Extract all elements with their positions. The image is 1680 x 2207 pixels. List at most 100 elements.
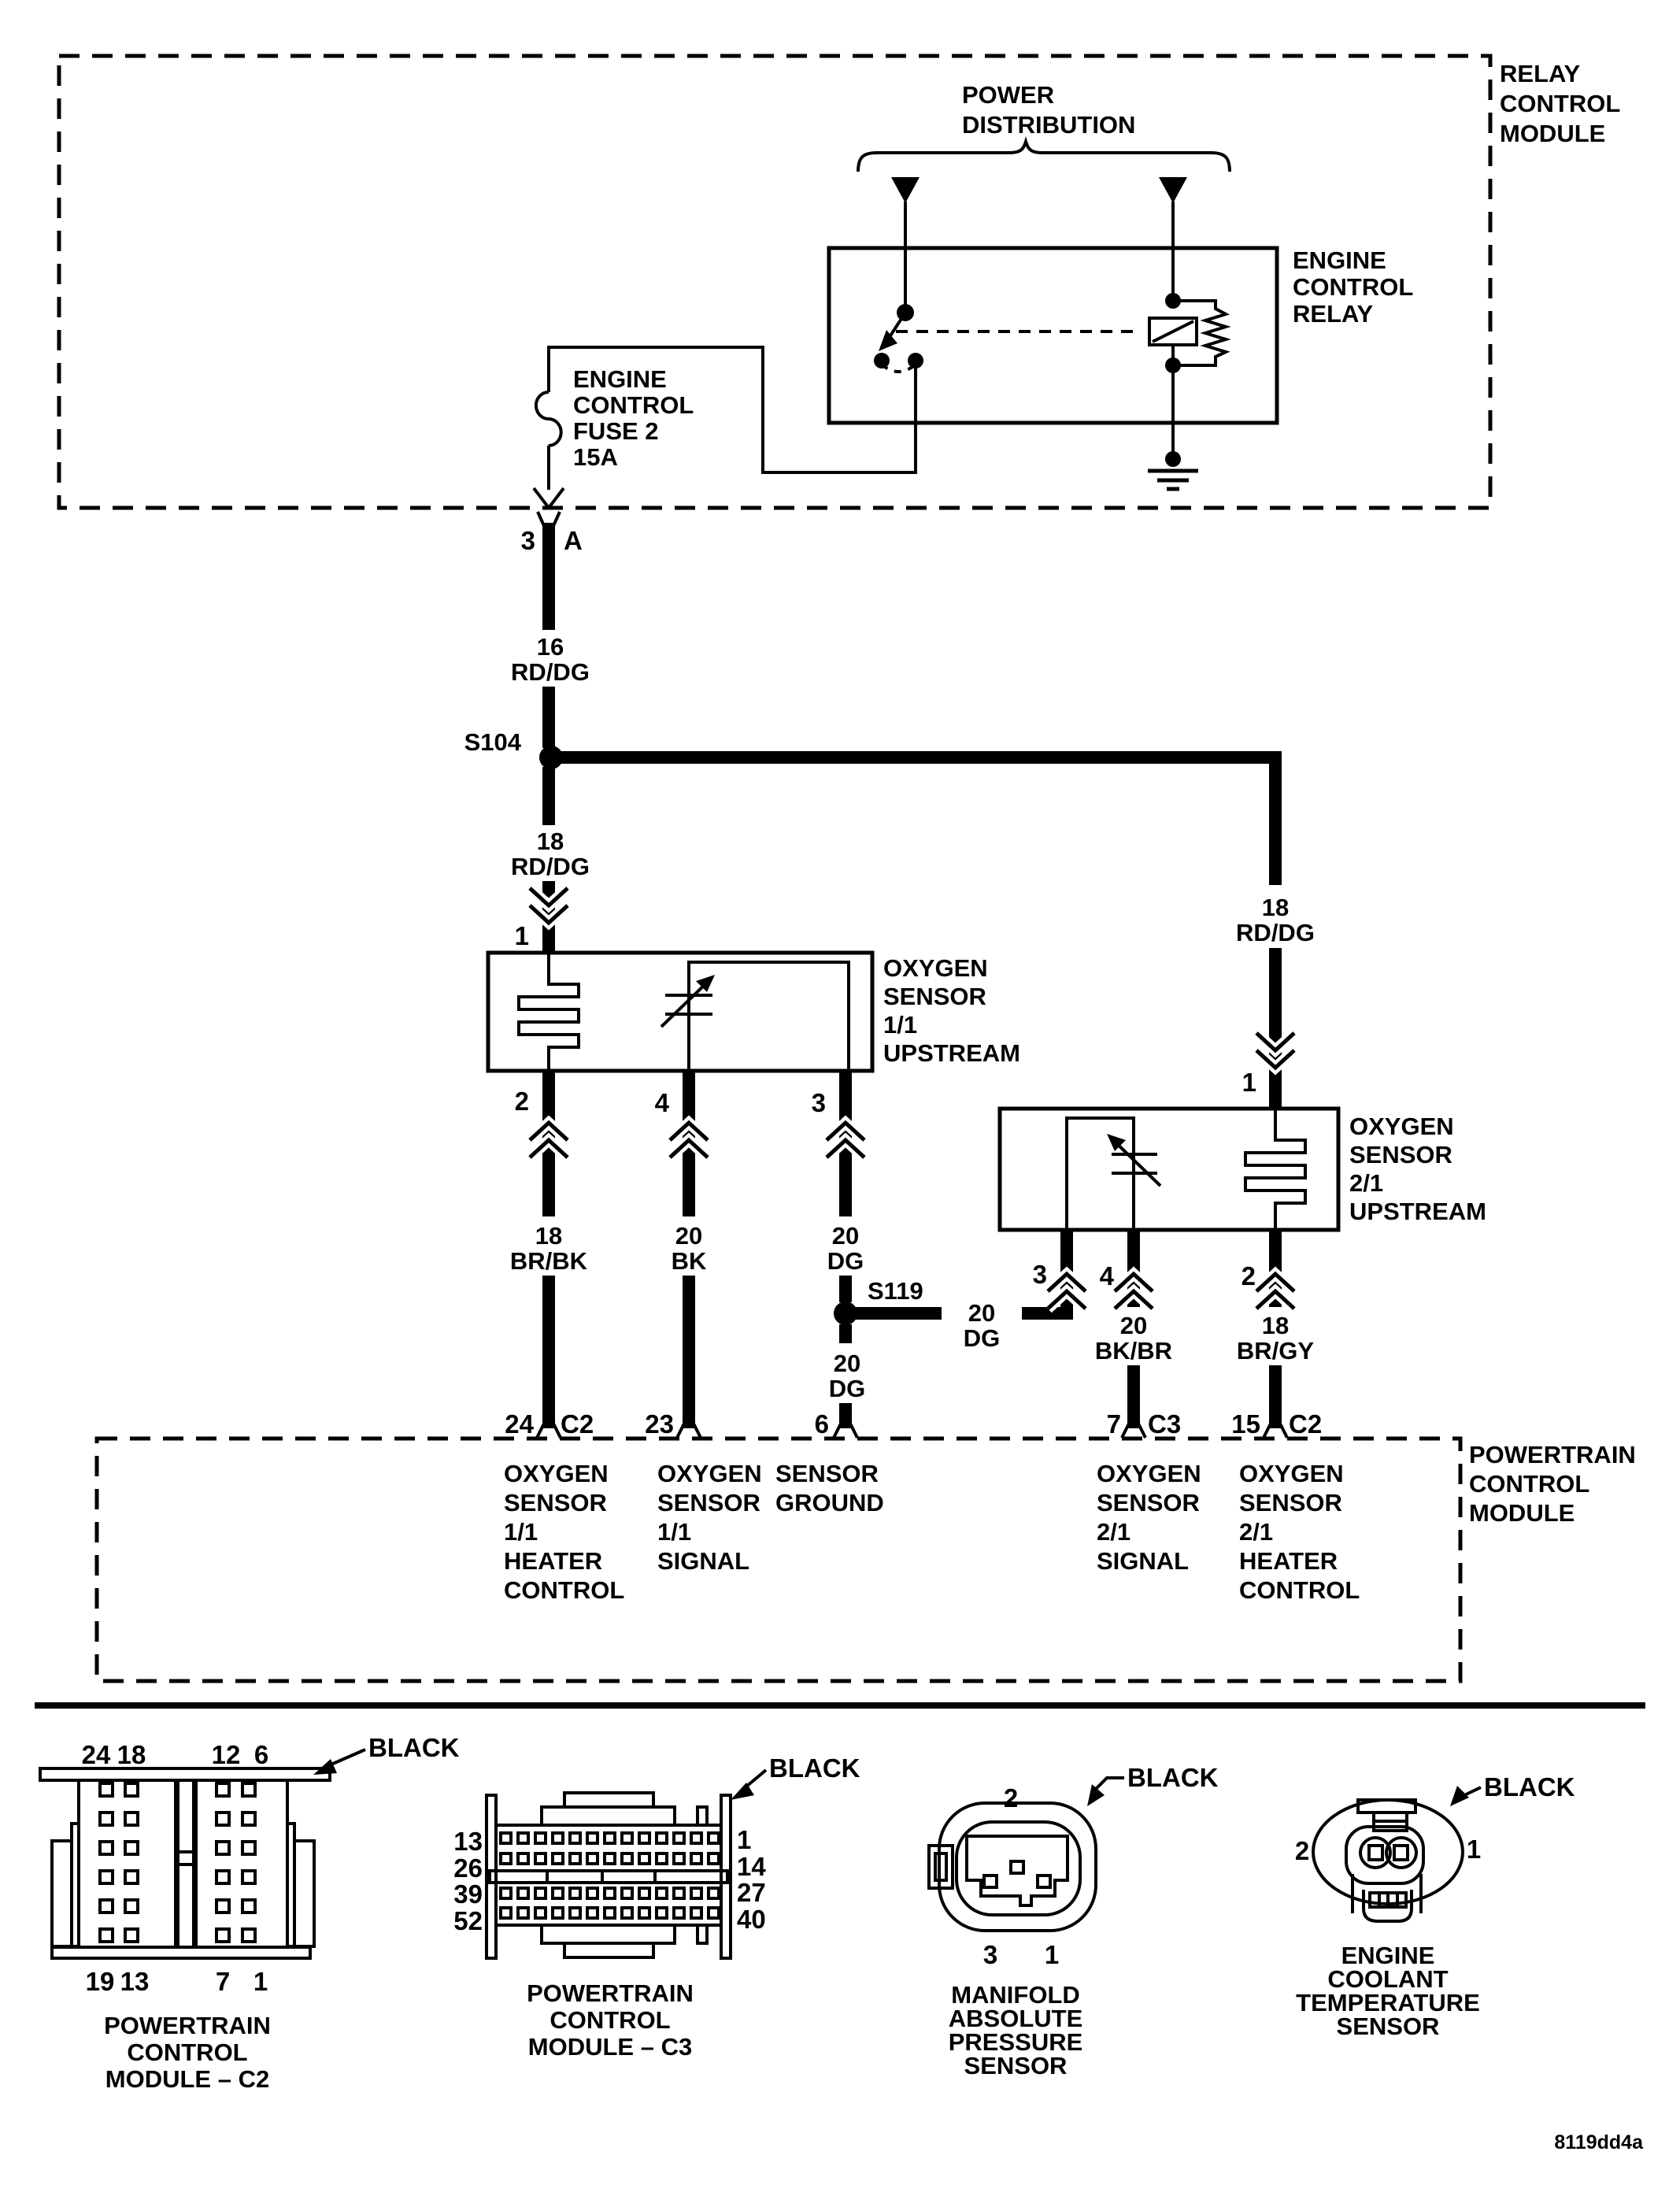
pcm-function: HEATER <box>504 1547 602 1575</box>
chevron-down-icon <box>528 904 569 926</box>
switch-contact <box>908 353 923 368</box>
connector-pin-number: 1 <box>1467 1835 1481 1864</box>
pcm-pin-number: 24 <box>505 1409 534 1439</box>
connector-side-rail <box>720 1794 732 1960</box>
connector-pin <box>1036 1874 1052 1889</box>
switch-arrowhead-icon <box>879 330 897 351</box>
connector-pin <box>603 1906 616 1920</box>
connector-bottom-notch <box>696 1924 709 1945</box>
o2-11-label: UPSTREAM <box>883 1039 1020 1067</box>
o2-21-outline <box>997 1106 1341 1232</box>
connector-half <box>194 1779 289 1949</box>
heater-element <box>517 953 580 1069</box>
connector-pin <box>707 1887 720 1900</box>
connector-pin <box>551 1887 564 1900</box>
connector-flange <box>39 1767 331 1782</box>
chevron-up-icon <box>1046 1271 1087 1293</box>
connector-pin <box>638 1831 651 1845</box>
chevron-down-icon <box>1255 1049 1296 1071</box>
boundary-arrow-icon <box>547 487 565 509</box>
connector-pin <box>603 1852 616 1865</box>
pcm-function: SIGNAL <box>657 1547 749 1575</box>
connector-pin <box>98 1927 114 1943</box>
power-distribution: POWER DISTRIBUTION <box>857 81 1231 307</box>
connector-side-tab <box>293 1839 316 1948</box>
connector-half <box>77 1779 177 1949</box>
pcm-pin-connector: C2 <box>561 1409 594 1439</box>
connector-bottom-piece <box>1362 1890 1413 1923</box>
sensor-element-arrow <box>1112 1139 1162 1187</box>
chevron-up-icon <box>528 1120 569 1142</box>
pcm-function: SENSOR <box>775 1460 879 1487</box>
connector-pin <box>1367 1844 1384 1861</box>
pcm-pin-number: 6 <box>815 1409 829 1439</box>
wire-color: DG <box>827 1247 864 1275</box>
fuse-label: CONTROL <box>573 391 694 419</box>
wire-flare <box>1120 1420 1132 1439</box>
connector-pin <box>551 1906 564 1920</box>
connector-pcm-c2: 24 18 12 6 19 13 7 1 BLACK POWERTRAIN CO… <box>39 1733 460 2093</box>
pin-number: 4 <box>655 1088 670 1117</box>
fuse-element <box>534 390 563 448</box>
feed-arrow-icon <box>891 177 920 203</box>
connector-pin <box>690 1852 703 1865</box>
connector-inner-shell <box>1345 1825 1425 1885</box>
connector-pin <box>638 1852 651 1865</box>
relay-pin-number: 3 <box>521 526 535 555</box>
feed-arrow-icon <box>1159 177 1187 203</box>
connector-pin-number: 13 <box>453 1827 483 1856</box>
connector-pin <box>215 1869 231 1885</box>
leader-arrowhead-icon <box>1450 1786 1469 1806</box>
connector-pin <box>499 1906 513 1920</box>
pcm-entries: 24 C2 23 6 7 C3 15 C2 <box>505 1409 1322 1439</box>
connector-caption: ENGINE <box>1341 1942 1435 1969</box>
wire-flare <box>535 1420 547 1439</box>
connector-pin <box>672 1831 686 1845</box>
connector-pin <box>215 1811 231 1827</box>
connector-pin <box>534 1852 547 1865</box>
fuse-feed-path <box>547 346 917 474</box>
connector-pin <box>534 1887 547 1900</box>
pcm-function: SIGNAL <box>1097 1547 1189 1575</box>
connector-pin <box>568 1852 582 1865</box>
wire-color: RD/DG <box>511 853 590 880</box>
relay-coil-diagonal <box>1152 320 1194 343</box>
pcm-function: SENSOR <box>1097 1489 1200 1516</box>
o2-11-label: OXYGEN <box>883 954 988 982</box>
chevron-up-icon <box>668 1137 709 1159</box>
pcm-outline <box>94 1436 1463 1683</box>
wire-color: RD/DG <box>511 658 590 686</box>
connector-side-tab <box>927 1844 954 1890</box>
connector-pin-number: 1 <box>253 1967 268 1996</box>
connector-pin <box>586 1831 599 1845</box>
connector-bottom-tab <box>540 1924 676 1945</box>
connector-caption: CONTROL <box>127 2039 247 2066</box>
connector-caption: COOLANT <box>1327 1965 1448 1993</box>
connector-pin-number: 12 <box>212 1740 241 1769</box>
connector-pin <box>215 1840 231 1856</box>
connector-pin <box>672 1852 686 1865</box>
pin-grid <box>215 1782 257 1943</box>
pin-number: 2 <box>515 1087 529 1116</box>
pcm-function: GROUND <box>775 1489 884 1516</box>
connector-pin <box>241 1811 257 1827</box>
wire-gauge: 18 <box>535 1222 562 1250</box>
connector-bottom-tab <box>563 1942 655 1959</box>
connector-key-outline <box>965 1835 1069 1907</box>
wire-color: BK/BR <box>1095 1337 1172 1365</box>
o2-11-label: 1/1 <box>883 1011 917 1039</box>
connector-pin <box>241 1927 257 1943</box>
fuse-label: FUSE 2 <box>573 417 659 445</box>
pcm-function: SENSOR <box>504 1489 607 1516</box>
connector-bottom-flange <box>50 1946 312 1960</box>
o2-11-label: SENSOR <box>883 983 986 1010</box>
chevron-down-icon <box>1255 1031 1296 1054</box>
connector-pin <box>620 1887 634 1900</box>
connector-cavity <box>1359 1836 1392 1869</box>
connector-side-strip <box>70 1822 80 1948</box>
connector-pin <box>499 1831 513 1845</box>
connector-pin <box>241 1898 257 1914</box>
connector-pin <box>516 1831 530 1845</box>
connector-pin-number: 52 <box>453 1906 483 1935</box>
